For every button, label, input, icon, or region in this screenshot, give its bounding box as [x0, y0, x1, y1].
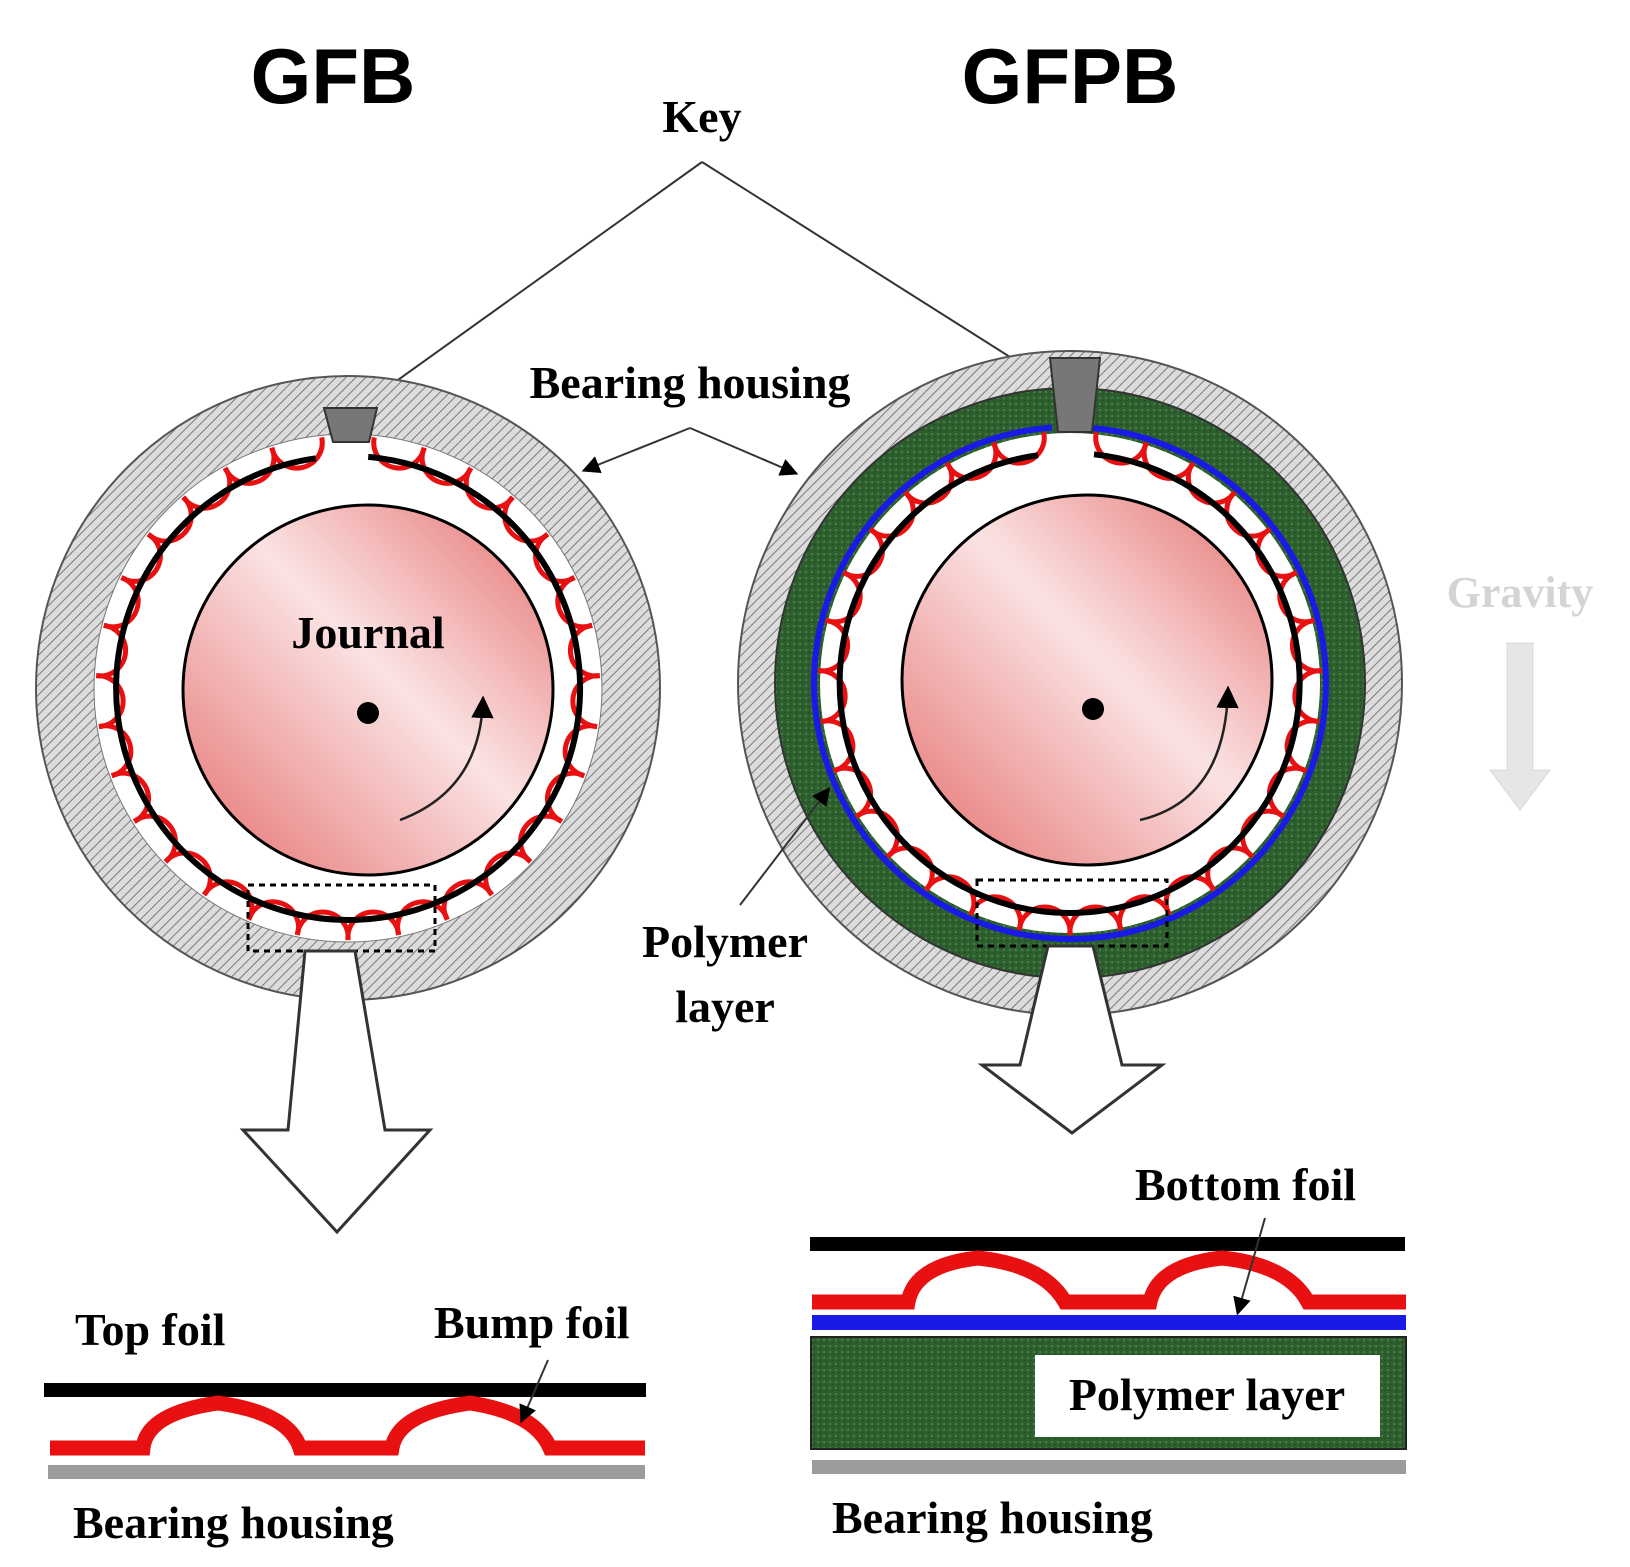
gfpb-detail-region — [975, 878, 1169, 948]
bearing-housing-arrows — [581, 427, 799, 476]
bump-foil-leader — [519, 1359, 549, 1424]
gfb-rotation-arrow — [399, 695, 494, 822]
gfpb-key — [1048, 357, 1102, 433]
gfpb-cross-section — [810, 1217, 1407, 1474]
gfb-detail-arrow — [239, 949, 434, 1235]
bearing-housing-label-top: Bearing housing — [530, 357, 851, 408]
gfb-key — [322, 407, 379, 443]
bottom-foil-label: Bottom foil — [1135, 1159, 1356, 1210]
polymer-layer-label-line1: Polymer — [642, 916, 808, 967]
gfb-journal-center-dot — [357, 702, 379, 724]
bump — [269, 436, 325, 471]
polymer-layer-leader — [739, 787, 831, 906]
gfpb-detail-bearing-housing — [812, 1460, 1406, 1474]
gfpb-journal — [900, 493, 1274, 867]
title-gfpb: GFPB — [962, 32, 1179, 120]
bump — [991, 431, 1047, 466]
top-foil-label: Top foil — [75, 1304, 225, 1355]
gfb-journal — [181, 503, 555, 877]
bearing-housing-label-right: Bearing housing — [832, 1492, 1153, 1543]
gfpb-detail-bottom-foil — [812, 1315, 1406, 1330]
gfpb-detail-arrow — [977, 944, 1167, 1135]
gfpb-detail-top-foil — [810, 1237, 1405, 1251]
gfpb-bearing — [737, 350, 1403, 1135]
key-label: Key — [662, 91, 741, 142]
gfpb-journal-center-dot — [1082, 698, 1104, 720]
gravity-arrow-icon — [1489, 642, 1551, 811]
gravity-label: Gravity — [1447, 568, 1594, 617]
bearing-housing-label-left: Bearing housing — [73, 1497, 394, 1548]
gfb-bump-foil — [95, 436, 601, 941]
gfb-detail-bearing-housing — [48, 1465, 645, 1479]
gfb-bearing — [35, 375, 661, 1235]
polymer-layer-label-line2: layer — [675, 981, 775, 1032]
polymer-layer-box-label: Polymer layer — [1069, 1369, 1345, 1420]
gfpb-bump-foil — [817, 431, 1323, 936]
gfpb-rotation-arrow — [1139, 685, 1239, 822]
gfb-detail-top-foil — [44, 1383, 646, 1397]
bottom-foil-leader — [1233, 1217, 1266, 1316]
title-gfb: GFB — [251, 32, 416, 120]
polymer-layer-box — [1035, 1355, 1380, 1437]
gfb-top-foil — [113, 453, 584, 924]
gfpb-detail-bump-foil — [812, 1250, 1406, 1310]
gfb-detail-bump-foil — [50, 1395, 645, 1456]
gfpb-bottom-foil — [811, 424, 1329, 942]
journal-label: Journal — [291, 607, 444, 658]
bump-foil-label: Bump foil — [434, 1297, 630, 1348]
gfpb-top-foil — [836, 451, 1303, 916]
gfb-cross-section — [44, 1359, 646, 1479]
